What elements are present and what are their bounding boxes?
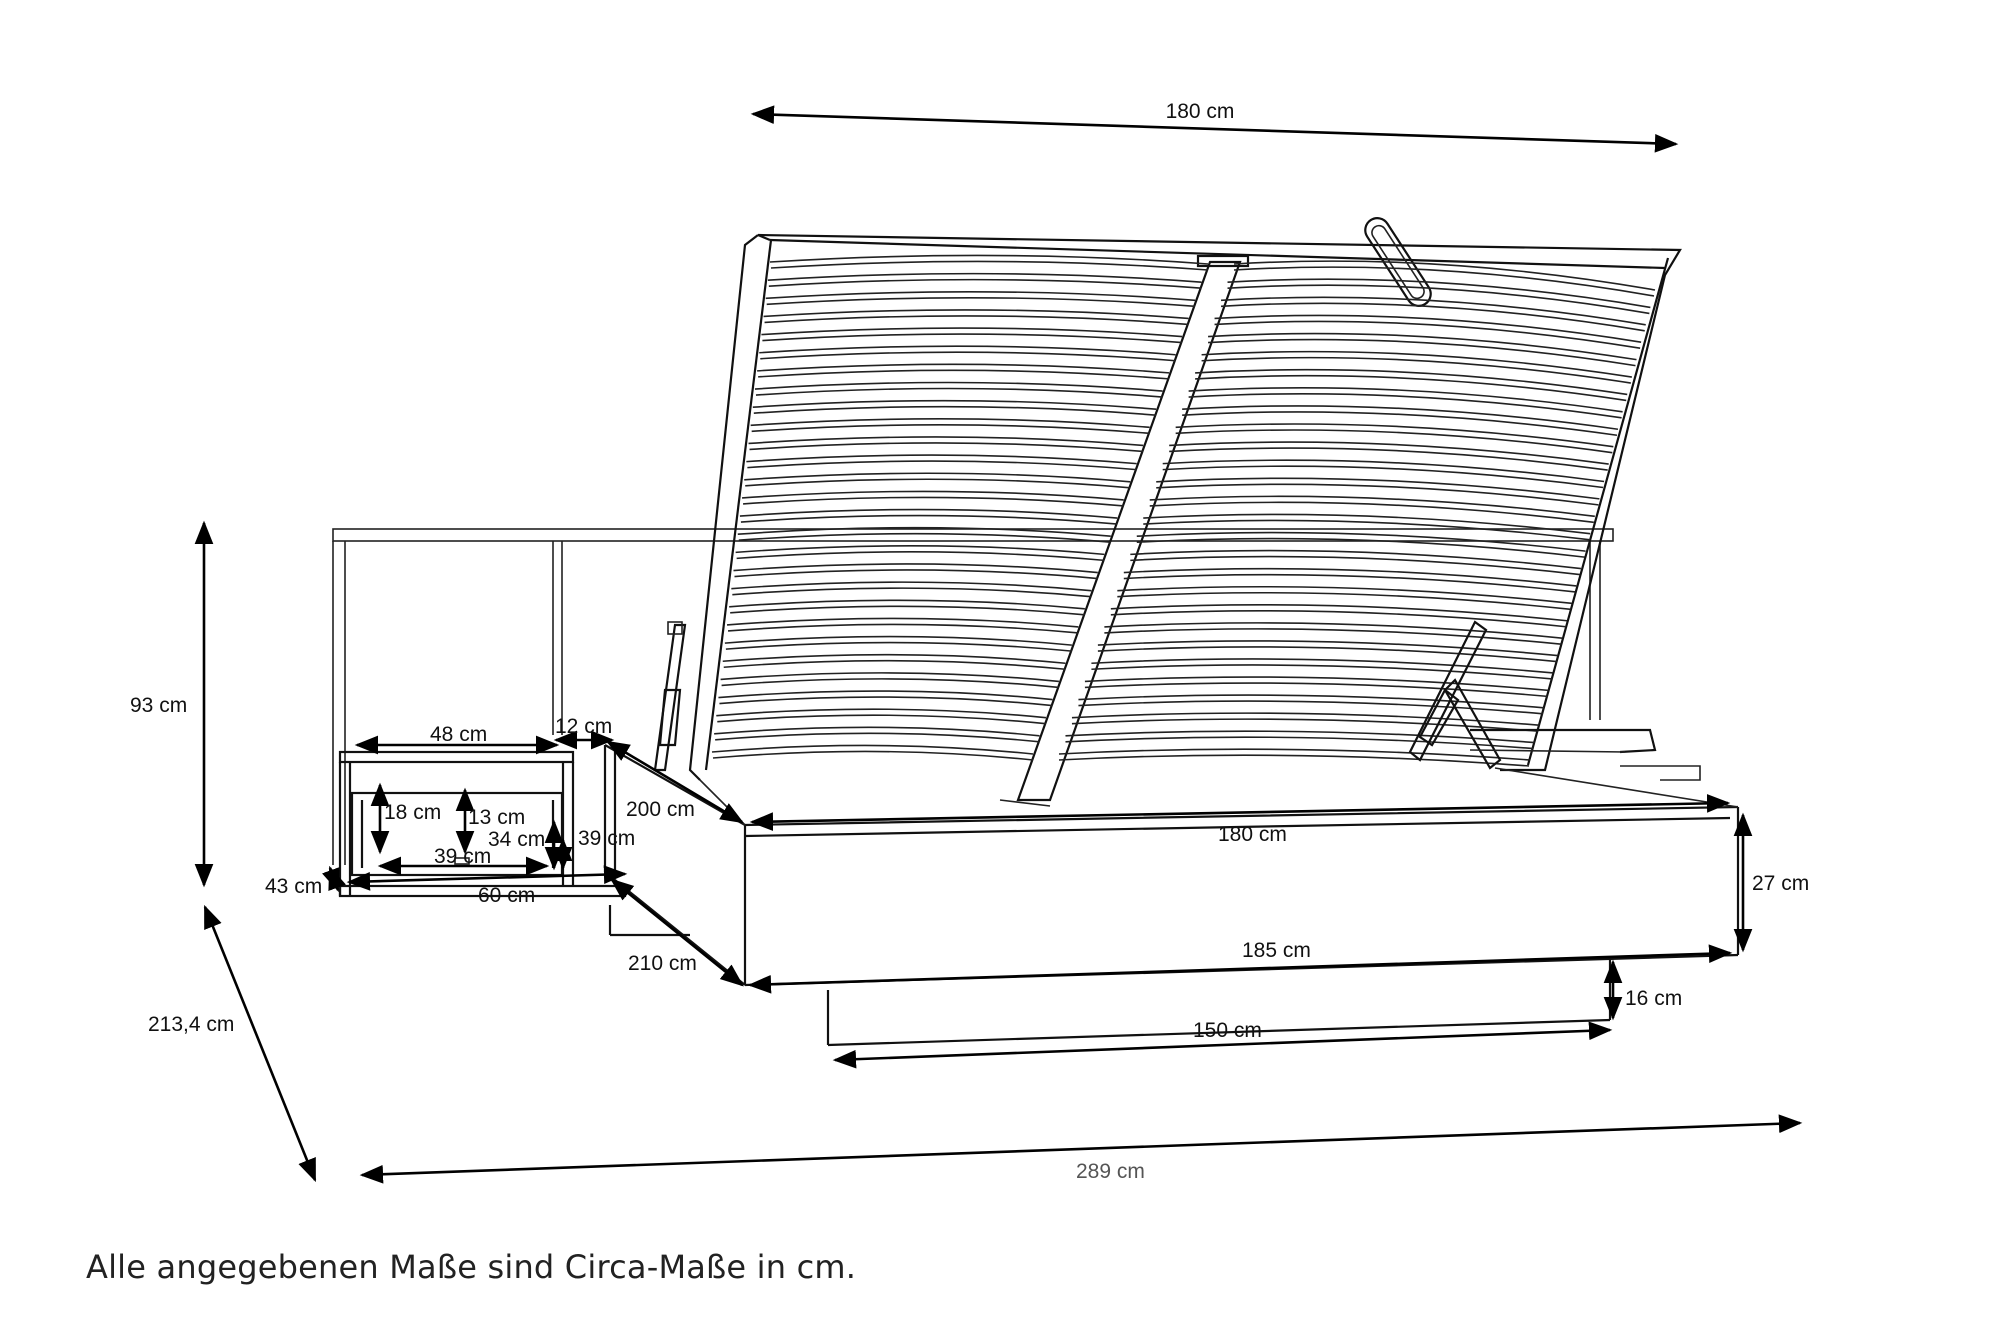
dimension-arrows <box>194 105 1803 1184</box>
slat-edge <box>732 587 1571 611</box>
slat-edge <box>717 714 1539 732</box>
slat-edge <box>740 514 1590 541</box>
slat <box>752 399 1619 431</box>
label-frame-length: 210 cm <box>628 952 697 975</box>
slat-edge <box>723 659 1553 680</box>
slat-edge <box>712 750 1530 767</box>
slat-edge <box>727 623 1562 645</box>
label-base-height: 16 cm <box>1625 987 1682 1010</box>
label-total-depth: 213,4 cm <box>148 1013 234 1036</box>
label-base-width: 150 cm <box>1193 1019 1262 1042</box>
slat-edge <box>751 424 1613 454</box>
slat-edge <box>749 442 1608 471</box>
label-nightstand-width: 48 cm <box>430 723 487 746</box>
slat <box>761 327 1637 361</box>
slat <box>714 726 1535 744</box>
slat-edge <box>753 405 1618 437</box>
slat <box>759 345 1632 378</box>
slat <box>763 309 1642 344</box>
slat-edge <box>770 260 1655 297</box>
gas-strut-left <box>653 621 687 772</box>
label-nightstand-total-width: 60 cm <box>478 884 535 907</box>
slat <box>739 508 1591 535</box>
slat <box>742 490 1595 518</box>
bed-frame-box <box>603 744 1740 987</box>
slat <box>754 381 1623 413</box>
slat-edge <box>747 460 1604 489</box>
slat <box>726 617 1563 639</box>
slat <box>729 599 1568 622</box>
slat <box>733 563 1577 587</box>
slat-edge <box>755 387 1622 419</box>
dimension-labels: 180 cm 93 cm 48 cm 12 cm 18 cm 13 cm 34 … <box>130 100 1809 1183</box>
label-total-width: 289 cm <box>1076 1160 1145 1183</box>
right-nightstand <box>1469 728 1701 781</box>
slat-edge <box>762 333 1636 367</box>
slat <box>720 672 1549 692</box>
slat-edge <box>715 732 1534 750</box>
slat <box>724 635 1558 657</box>
label-mattress-length: 200 cm <box>626 798 695 821</box>
slat-edge <box>721 678 1548 698</box>
label-nightstand-depth: 43 cm <box>265 875 322 898</box>
slat-edge <box>736 551 1581 576</box>
label-headboard-height: 93 cm <box>130 694 187 717</box>
slat-edge <box>764 315 1641 350</box>
label-panel-thickness: 12 cm <box>555 715 612 738</box>
slat-edge <box>766 296 1645 332</box>
slat <box>722 653 1554 674</box>
slat-edge <box>745 478 1599 506</box>
slat-edge <box>743 496 1594 524</box>
footer-note: Alle angegebenen Maße sind Circa-Maße in… <box>86 1248 857 1286</box>
slat <box>731 581 1572 605</box>
label-frame-height: 27 cm <box>1752 872 1809 895</box>
label-drawer-height-inner: 13 cm <box>468 806 525 829</box>
slat <box>711 744 1531 761</box>
label-drawer-height-outer: 18 cm <box>384 801 441 824</box>
slat-edge <box>719 696 1543 715</box>
slat <box>750 418 1614 448</box>
slat <box>737 526 1586 552</box>
slat <box>757 363 1628 396</box>
slat <box>744 472 1600 500</box>
label-nightstand-height: 39 cm <box>578 827 635 850</box>
slat <box>767 272 1651 309</box>
label-frame-width: 185 cm <box>1242 939 1311 962</box>
label-drawer-width: 39 cm <box>434 845 491 868</box>
slat-edge <box>734 569 1576 593</box>
label-drawer-depth: 34 cm <box>488 828 545 851</box>
label-top-width: 180 cm <box>1166 100 1235 123</box>
gas-strut-right <box>1408 620 1502 770</box>
slat-edge <box>758 369 1627 402</box>
slat <box>746 454 1605 483</box>
slat-edge <box>760 351 1631 384</box>
slat-edge <box>768 278 1650 315</box>
slat-edge <box>738 532 1585 558</box>
slat-edge <box>725 641 1557 663</box>
slat <box>748 436 1609 465</box>
slat <box>716 708 1540 726</box>
slat <box>718 690 1544 709</box>
slat <box>765 290 1646 326</box>
slat <box>769 254 1656 291</box>
slatted-frame <box>653 217 1682 802</box>
label-mattress-width: 180 cm <box>1218 823 1287 846</box>
slat-edge <box>730 605 1567 628</box>
slat <box>735 545 1582 570</box>
